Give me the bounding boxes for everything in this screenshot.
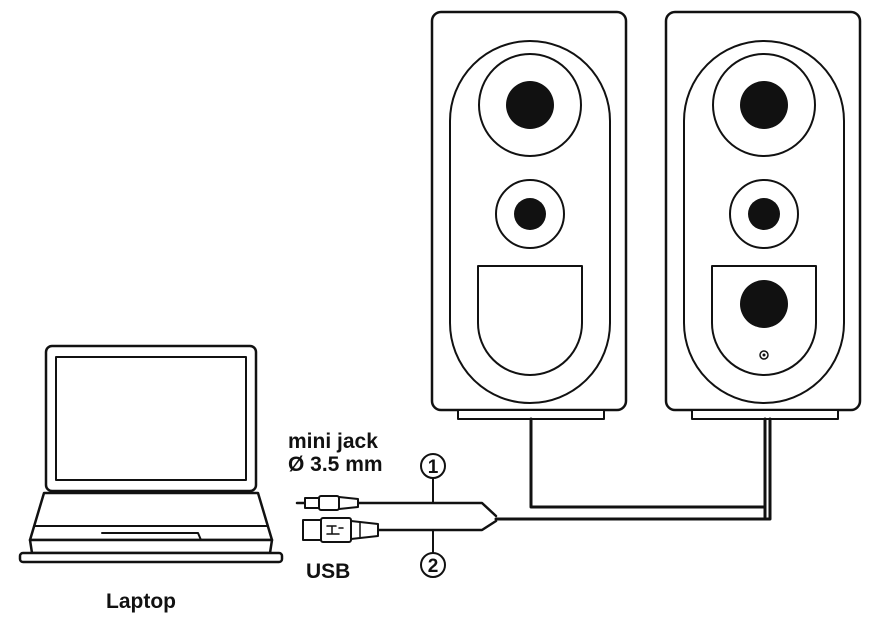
speaker-cables <box>494 417 772 521</box>
laptop-label: Laptop <box>106 590 176 613</box>
right-speaker <box>664 10 862 420</box>
callout-number-2: 2 <box>428 556 439 577</box>
input-cables <box>356 475 498 554</box>
power-led-icon <box>759 350 769 360</box>
usb-label: USB <box>306 560 350 583</box>
mini-jack-plug <box>295 495 359 511</box>
right-port <box>740 280 788 328</box>
left-woofer <box>506 81 554 129</box>
mini-jack-label: mini jack <box>288 430 378 453</box>
right-tweeter <box>748 198 780 230</box>
callout-number-1: 1 <box>428 457 439 478</box>
left-speaker <box>430 10 628 420</box>
usb-plug <box>302 517 379 543</box>
right-woofer <box>740 81 788 129</box>
laptop <box>18 344 284 564</box>
left-tweeter <box>514 198 546 230</box>
mini-jack-size-label: Ø 3.5 mm <box>288 453 383 476</box>
callout-circle-2 <box>420 552 446 578</box>
callout-circle-1 <box>420 453 446 479</box>
